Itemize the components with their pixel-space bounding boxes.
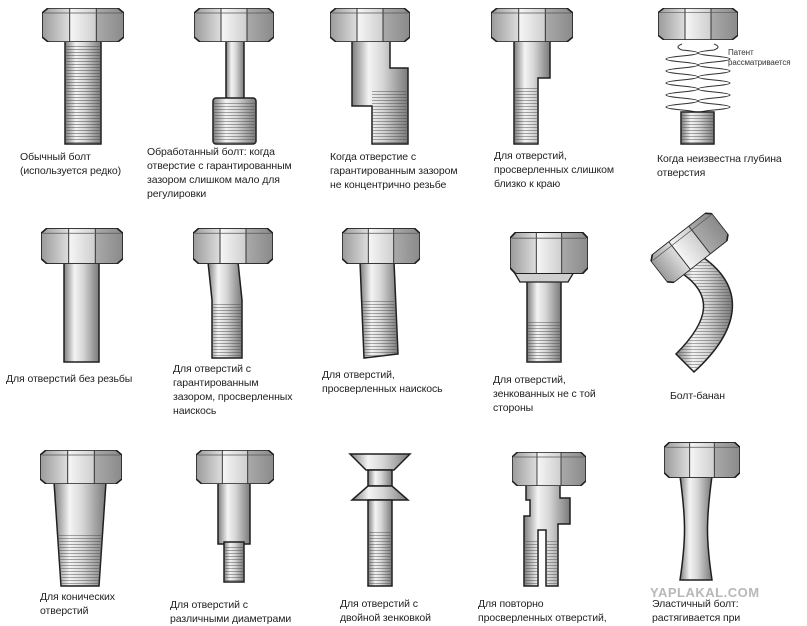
bolt-redrilled [512,452,586,587]
caption-bolt-ordinary: Обычный болт(используется редко) [20,151,121,177]
bolt-oblique-clearance [193,228,273,359]
bolt-double-countersink [348,453,412,587]
bolt-near-edge [491,8,573,145]
bolt-wrong-countersink [510,232,588,363]
bolt-spring [658,8,738,145]
bolt-no-thread [41,228,123,363]
bolt-non-concentric [330,8,410,145]
caption-bolt-elastic: Эластичный болт:растягивается при [652,598,741,624]
bolt-elastic [664,442,740,581]
bolt-conical [40,450,122,587]
bolt-oblique [342,228,420,359]
bolt-machined [194,8,274,145]
caption-bolt-oblique: Для отверстий,просверленных наискось [322,369,443,395]
watermark: YAPLAKAL.COM [650,585,760,600]
bolt-stepped [196,450,274,583]
bolt-ordinary [42,8,124,145]
bolt-banana [647,209,734,374]
caption-bolt-banana: Болт-банан [670,390,725,402]
caption-bolt-no-thread: Для отверстий без резьбы [6,373,133,385]
